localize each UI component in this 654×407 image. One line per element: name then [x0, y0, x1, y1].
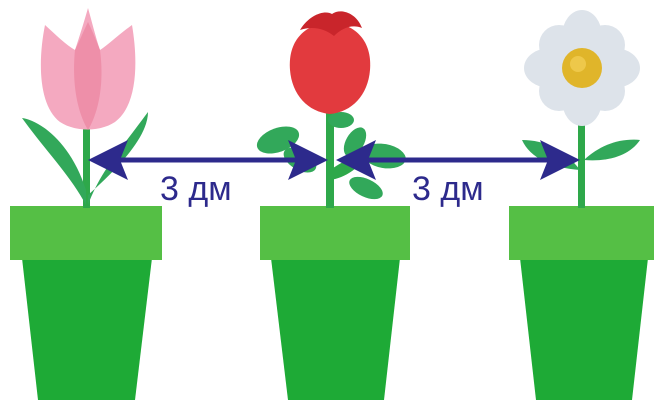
distance-label-left: 3 дм — [160, 172, 232, 206]
distance-label-right: 3 дм — [412, 172, 484, 206]
pot-middle — [260, 206, 410, 400]
pot-left — [10, 206, 162, 400]
pot-right — [509, 206, 654, 400]
tulip-flower — [22, 8, 148, 208]
rose-flower — [253, 11, 408, 208]
daisy-flower — [522, 10, 640, 208]
